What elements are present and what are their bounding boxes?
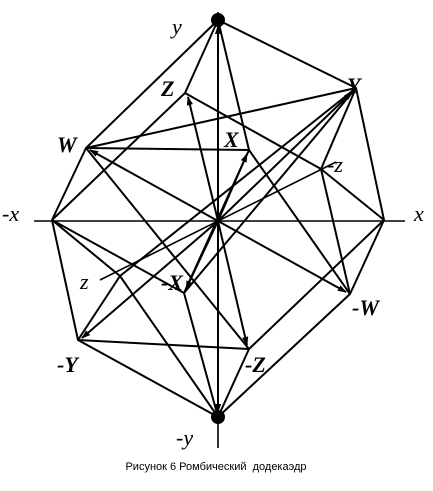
vector-W	[89, 149, 219, 222]
vector-neg-Z	[217, 220, 249, 346]
edge-negz-to-negy	[77, 339, 250, 350]
pole-bottom	[211, 410, 225, 424]
axis-label-z: z	[79, 269, 89, 294]
edges-negx-vertex	[51, 219, 219, 418]
edge-negz-to-w	[85, 147, 250, 350]
axis-label-neg-z: -z	[327, 152, 343, 177]
edge-negz-to-negw	[320, 168, 351, 295]
pole-points	[211, 13, 225, 424]
vectors	[81, 25, 353, 413]
edge-negx-to-y	[183, 87, 357, 294]
vector-label-Z: Z	[160, 76, 174, 101]
vector-label-neg-W: -W	[352, 295, 380, 320]
polyhedron-edges	[51, 19, 385, 418]
axis-label-neg-y: -y	[176, 425, 193, 450]
edge-z-to-y	[119, 87, 357, 277]
axis-label-x: x	[413, 201, 424, 226]
axis-label-neg-x: -x	[2, 201, 19, 226]
vector-neg-Y	[81, 220, 219, 339]
axis-label-y: y	[170, 14, 182, 39]
vector-neg-X	[185, 220, 219, 290]
vector-Y	[217, 91, 353, 222]
vector-Z	[186, 96, 219, 222]
vector-label-X: X	[223, 127, 240, 152]
vector-label-W: W	[57, 132, 78, 157]
vector-label-Y: Y	[347, 73, 363, 98]
edge-y-to-negz	[320, 87, 357, 170]
vector-label-neg-Z: -Z	[245, 352, 266, 377]
edge-z-to-negy	[77, 275, 121, 341]
vector-neg-W	[217, 220, 347, 293]
edges-front-lower-left	[51, 219, 219, 418]
vector-X	[217, 153, 248, 222]
vector-label-neg-Y: -Y	[57, 352, 80, 377]
vector-label-neg-X: -X	[161, 270, 184, 295]
edge-y-to-w	[85, 87, 357, 149]
figure-caption: Рисунок 6 Ромбический додекаэдр	[125, 461, 306, 473]
pole-top	[211, 13, 225, 27]
